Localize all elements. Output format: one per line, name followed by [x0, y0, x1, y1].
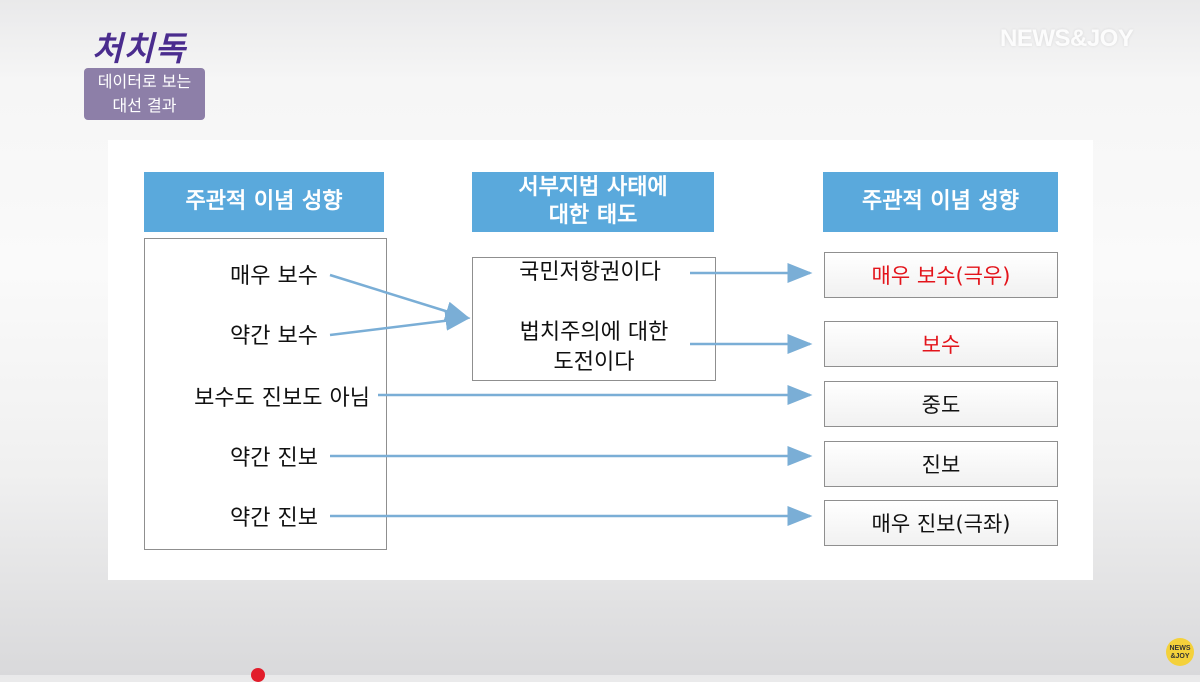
- middle-header-line2: 대한 태도: [548, 203, 638, 228]
- left-item-somewhat-progressive-b: 약간 진보: [230, 506, 318, 531]
- left-header-label: 주관적 이념 성향: [185, 189, 343, 214]
- right-item-far-right: 매우 보수(극우): [824, 252, 1058, 298]
- newsnjoy-watermark: NEWS&JOY: [1000, 25, 1134, 52]
- left-column-header: 주관적 이념 성향: [144, 172, 384, 232]
- badge-line2: &JOY: [1170, 653, 1190, 660]
- newsnjoy-corner-badge: NEWS &JOY: [1166, 638, 1194, 666]
- right-column-header: 주관적 이념 성향: [823, 172, 1058, 232]
- middle-item-line2: 도전이다: [553, 350, 635, 375]
- middle-items-box: [472, 257, 716, 381]
- arrow-very-conservative-to-middle: [329, 273, 471, 321]
- right-item-moderate-label: 중도: [921, 393, 961, 417]
- left-items-box: [144, 238, 387, 550]
- left-item-very-conservative: 매우 보수: [230, 264, 318, 289]
- right-item-conservative-label: 보수: [921, 333, 961, 357]
- badge-line1: NEWS: [1169, 645, 1191, 652]
- middle-header-line1: 서부지법 사태에: [518, 175, 668, 200]
- right-item-progressive-label: 진보: [921, 453, 961, 477]
- right-item-far-right-label: 매우 보수(극우): [871, 264, 1011, 288]
- right-item-moderate: 중도: [824, 381, 1058, 427]
- channel-logo: 처치독: [92, 29, 187, 68]
- series-subtitle-badge: 데이터로 보는 대선 결과: [84, 68, 205, 120]
- right-header-label: 주관적 이념 성향: [862, 189, 1019, 214]
- series-subtitle-line1: 데이터로 보는: [97, 72, 192, 91]
- right-item-far-left: 매우 진보(극좌): [824, 500, 1058, 546]
- left-item-neither: 보수도 진보도 아님: [194, 386, 370, 411]
- right-item-far-left-label: 매우 진보(극좌): [871, 512, 1011, 536]
- middle-item-resistance-right: 국민저항권이다: [519, 260, 661, 285]
- right-item-progressive: 진보: [824, 441, 1058, 487]
- left-item-somewhat-progressive-a: 약간 진보: [230, 446, 318, 471]
- left-item-somewhat-conservative: 약간 보수: [230, 324, 318, 349]
- middle-item-line1: 법치주의에 대한: [519, 320, 669, 345]
- right-item-conservative: 보수: [824, 321, 1058, 367]
- middle-item-rule-of-law-challenge: 법치주의에 대한 도전이다: [472, 318, 716, 378]
- middle-column-header: 서부지법 사태에 대한 태도: [472, 172, 714, 232]
- arrow-somewhat-conservative-to-middle: [329, 310, 471, 337]
- series-subtitle-line2: 대선 결과: [112, 96, 177, 115]
